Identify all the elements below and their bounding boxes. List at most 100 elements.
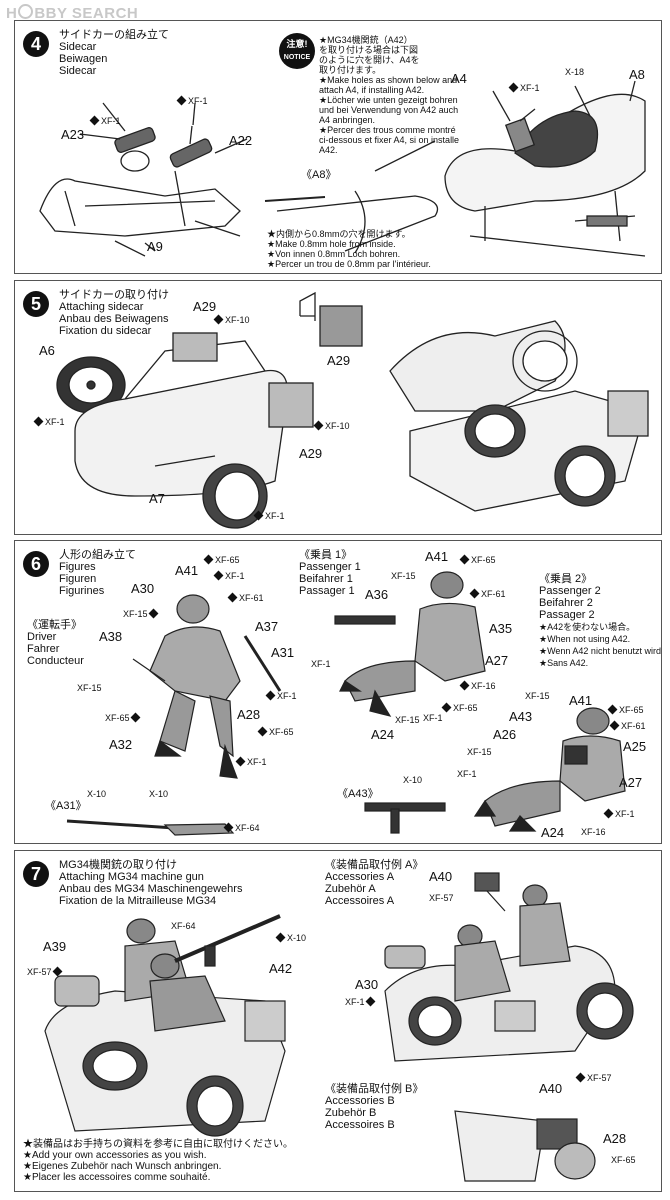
part-a29: A29 [299,446,323,461]
paint-xf1: XF-1 [213,570,245,581]
paint-xf61: XF-61 [609,720,646,731]
notice-badge: 注意! NOTICE [279,33,315,69]
paint-x10: X-10 [149,789,169,799]
paint-xf15: XF-15 [391,571,416,581]
paint-xf1: XF-1 [176,95,208,106]
part-a38: A38 [99,629,123,644]
part-a41: A41 [569,693,593,708]
figures-illustration [66,571,626,836]
part-a30: A30 [131,581,155,596]
a31-detail-label: 《A31》 [45,800,87,812]
part-a26: A26 [493,727,517,742]
paint-xf15: XF-15 [467,747,492,757]
step-number: 6 [23,551,49,577]
paint-xf65: XF-65 [105,712,142,723]
part-a40: A40 [429,869,453,884]
paint-xf57: XF-57 [429,893,454,903]
paint-xf1: XF-1 [89,115,121,126]
hole-instructions: ★内側から0.8mmの穴を開けます。★Make 0.8mm hole from … [267,229,431,269]
part-a4: A4 [451,71,467,86]
paint-xf65: XF-65 [611,1155,636,1165]
part-a8: A8 [629,67,645,82]
mg34-illustration [44,872,634,1182]
paint-xf10: XF-10 [213,314,250,325]
paint-xf16: XF-16 [581,827,606,837]
paint-xf1: XF-1 [345,996,377,1007]
paint-xf65: XF-65 [441,702,478,713]
paint-xf10: XF-10 [313,420,350,431]
part-a28: A28 [237,707,261,722]
paint-xf64: XF-64 [223,822,260,833]
part-a24: A24 [541,825,565,840]
part-a7: A7 [149,491,165,506]
notice-text: ★MG34機関銃（A42）を取り付ける場合は下図のように穴を開け、A4を 取り付… [319,35,460,155]
part-a31: A31 [271,645,295,660]
sidecar-chassis-illustration [39,80,646,257]
paint-xf1: XF-1 [603,808,635,819]
paint-x10: X-10 [275,932,306,943]
part-a6: A6 [39,343,55,358]
step-4-panel: 4 サイドカーの組み立て Sidecar Beiwagen Sidecar 注意 [14,20,662,274]
part-a9: A9 [147,239,163,254]
paint-x10: X-10 [403,775,423,785]
part-a39: A39 [43,939,67,954]
paint-xf1: XF-1 [235,756,267,767]
part-a29: A29 [193,299,217,314]
part-a23: A23 [61,127,85,142]
paint-xf1: XF-1 [457,769,477,779]
paint-xf57: XF-57 [27,966,64,977]
part-a32: A32 [109,737,133,752]
part-a35: A35 [489,621,513,636]
step-number: 5 [23,291,49,317]
part-a42: A42 [269,961,293,976]
step-number: 7 [23,861,49,887]
part-a43: A43 [509,709,533,724]
paint-xf64: XF-64 [171,921,196,931]
paint-xf65: XF-65 [203,554,240,565]
part-a24: A24 [371,727,395,742]
paint-xf1: XF-1 [265,690,297,701]
part-a22: A22 [229,133,253,148]
step-title: サイドカーの組み立て Sidecar Beiwagen Sidecar [59,29,169,77]
part-a29: A29 [327,353,351,368]
a8-detail-label: 《A8》 [301,169,337,181]
part-a41: A41 [175,563,199,578]
part-a37: A37 [255,619,279,634]
part-a41: A41 [425,549,449,564]
part-a28: A28 [603,1131,627,1146]
paint-xf65: XF-65 [607,704,644,715]
paint-xf15: XF-15 [123,608,160,619]
paint-x10: X-10 [87,789,107,799]
part-a30: A30 [355,977,379,992]
paint-xf1: XF-1 [508,82,540,93]
footer-notes: ★装備品はお手持ちの資料を参考に自由に取付けください。★Add your own… [23,1139,293,1183]
paint-xf61: XF-61 [227,592,264,603]
paint-xf61: XF-61 [469,588,506,599]
part-a40: A40 [539,1081,563,1096]
paint-xf65: XF-65 [257,726,294,737]
paint-x18: X-18 [565,67,585,77]
paint-xf57: XF-57 [575,1072,612,1083]
paint-xf15: XF-15 [77,683,102,693]
paint-xf1: XF-1 [423,713,443,723]
paint-xf1: XF-1 [253,510,285,521]
part-a25: A25 [623,739,647,754]
paint-xf16: XF-16 [459,680,496,691]
paint-xf1: XF-1 [33,416,65,427]
part-a36: A36 [365,587,389,602]
sidecar-attach-illustration [56,291,649,529]
paint-xf15: XF-15 [525,691,550,701]
paint-xf65: XF-65 [459,554,496,565]
